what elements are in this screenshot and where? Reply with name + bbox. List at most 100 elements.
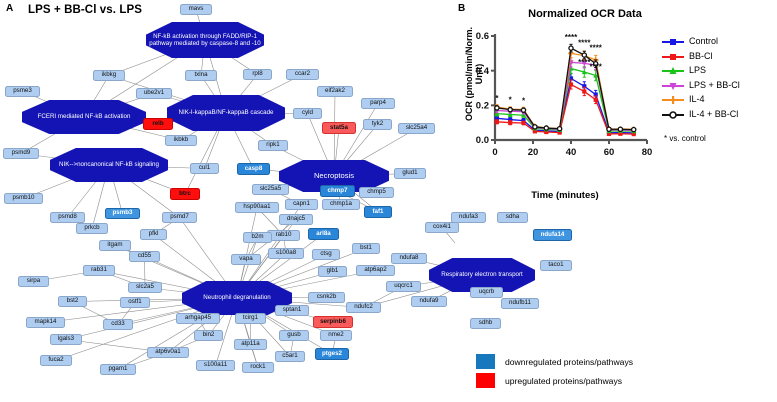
protein-node-btrc[interactable]: btrc [170,188,200,200]
protein-node-ctsg[interactable]: ctsg [312,249,340,260]
protein-node-ikbkb[interactable]: ikbkb [165,135,197,146]
protein-node-atp6ap2[interactable]: atp6ap2 [356,265,395,276]
node-label: ptges2 [322,349,342,357]
legend-item-lps[interactable]: LPS [660,63,777,78]
protein-node-parp4[interactable]: parp4 [361,98,395,109]
protein-node-psmb10[interactable]: psmb10 [4,193,43,204]
protein-node-nme2[interactable]: nme2 [320,330,352,341]
protein-node-chmp5[interactable]: chmp5 [359,187,394,198]
protein-node-mapk14[interactable]: mapk14 [26,317,65,328]
legend-item-control[interactable]: Control [660,34,777,49]
protein-node-s100a8[interactable]: s100a8 [268,248,304,259]
protein-node-tcirg1[interactable]: tcirg1 [235,313,266,324]
protein-node-ndufa9[interactable]: ndufa9 [411,296,447,307]
protein-node-ikbkg[interactable]: ikbkg [93,70,125,81]
protein-node-taco1[interactable]: taco1 [540,260,572,271]
protein-node-psmd7[interactable]: psmd7 [162,212,197,223]
protein-node-c5ar1[interactable]: c5ar1 [275,351,305,362]
protein-node-cox4i1[interactable]: cox4i1 [425,222,459,233]
protein-node-tyk2[interactable]: tyk2 [363,119,392,130]
protein-node-cul1[interactable]: cul1 [190,163,219,174]
protein-node-arhgap45[interactable]: arhgap45 [176,313,220,324]
protein-node-glb1[interactable]: glb1 [318,266,347,277]
protein-node-serpinb6[interactable]: serpinb6 [313,316,353,328]
protein-node-ndufa3[interactable]: ndufa3 [451,212,486,223]
pathway-hub-h-fceri[interactable]: FCERI mediated NF-kB activation [22,100,146,134]
protein-node-sdhb[interactable]: sdhb [470,318,501,329]
protein-node-ccar2[interactable]: ccar2 [286,69,319,80]
protein-node-rab31[interactable]: rab31 [83,265,115,276]
protein-node-gusb[interactable]: gusb [279,330,309,341]
protein-node-psmd9[interactable]: psmd9 [3,148,39,159]
data-marker [556,125,563,132]
pathway-hub-h-nik-ikb[interactable]: NIK-I-kappaB/NF-kappaB cascade [167,95,285,131]
legend-item-bb-cl[interactable]: BB-Cl [660,49,777,64]
node-label: ndufb11 [509,299,531,307]
protein-node-ndufa8[interactable]: ndufa8 [391,253,427,264]
protein-node-pgam1[interactable]: pgam1 [100,364,136,375]
protein-node-glud1[interactable]: glud1 [394,168,426,179]
protein-node-chmp7[interactable]: chmp7 [320,185,355,197]
protein-node-atp11a[interactable]: atp11a [234,339,267,350]
pathway-hub-h-nik-non[interactable]: NIK-->noncanonical NF-kB signaling [50,148,168,182]
protein-node-bst2[interactable]: bst2 [58,296,87,307]
protein-node-faf1[interactable]: faf1 [364,206,392,218]
legend-item-il-4[interactable]: IL-4 [660,92,777,107]
protein-node-cd33[interactable]: cd33 [103,319,133,330]
protein-node-txlna[interactable]: txlna [185,70,217,81]
protein-node-slc25a5[interactable]: slc25a5 [252,184,289,195]
protein-node-bst1[interactable]: bst1 [352,243,380,254]
protein-node-ube2v1[interactable]: ube2v1 [136,88,172,99]
protein-node-pfkl[interactable]: pfkl [140,229,167,240]
protein-node-sirpa[interactable]: sirpa [18,276,49,287]
protein-node-rpl8[interactable]: rpl8 [243,69,272,80]
protein-node-arl8a[interactable]: arl8a [308,228,339,240]
protein-node-uqcrb[interactable]: uqcrb [470,287,503,298]
protein-node-bin2[interactable]: bin2 [194,330,223,341]
legend-label: LPS + BB-Cl [689,79,740,90]
protein-node-psmd8[interactable]: psmd8 [50,212,85,223]
protein-node-ndufa14[interactable]: ndufa14 [533,229,572,241]
protein-node-ndufc2[interactable]: ndufc2 [346,302,381,313]
protein-node-stat5a[interactable]: stat5a [322,122,356,134]
legend-item-lps-bb-cl[interactable]: LPS + BB-Cl [660,78,777,93]
protein-node-ripk1[interactable]: ripk1 [258,140,288,151]
protein-node-eif2ak2[interactable]: eif2ak2 [317,86,353,97]
protein-node-slc25a4[interactable]: slc25a4 [398,123,435,134]
protein-node-sdha[interactable]: sdha [497,212,528,223]
protein-node-relb[interactable]: relb [143,118,173,130]
protein-node-dnajc5[interactable]: dnajc5 [279,214,313,225]
protein-node-chmp1a[interactable]: chmp1a [322,199,360,210]
protein-node-casp8[interactable]: casp8 [237,163,270,175]
protein-node-prkcb[interactable]: prkcb [76,223,108,234]
protein-node-psme3[interactable]: psme3 [5,86,40,97]
legend-marker-icon [660,50,686,62]
protein-node-sptan1[interactable]: sptan1 [275,305,309,316]
protein-node-ndufb11[interactable]: ndufb11 [501,298,539,309]
protein-node-csnk2b[interactable]: csnk2b [308,292,345,303]
protein-node-mavs[interactable]: mavs [180,4,212,15]
protein-node-ptges2[interactable]: ptges2 [315,348,349,360]
protein-node-uqcrc1[interactable]: uqcrc1 [386,281,421,292]
series-lps-bb-cl [494,57,637,133]
protein-node-fuca2[interactable]: fuca2 [40,355,72,366]
protein-node-capn1[interactable]: capn1 [285,199,318,210]
protein-node-s100a11[interactable]: s100a11 [196,360,235,371]
protein-node-lgals3[interactable]: lgals3 [50,334,82,345]
protein-node-psmb3[interactable]: psmb3 [105,208,140,219]
pathway-hub-h-fadd[interactable]: NF-kB activation through FADD/RIP-1 path… [146,22,264,58]
pathway-hub-h-neutro[interactable]: Neutrophil degranulation [182,281,292,315]
protein-node-vapa[interactable]: vapa [231,254,261,265]
legend-item-il-4-bb-cl[interactable]: IL-4 + BB-Cl [660,107,777,122]
node-label: c5ar1 [282,352,298,360]
protein-node-slc2a5[interactable]: slc2a5 [128,282,162,293]
protein-node-atp6v0a1[interactable]: atp6v0a1 [147,347,189,358]
protein-node-ostf1[interactable]: ostf1 [120,297,150,308]
protein-node-rock1[interactable]: rock1 [242,362,274,373]
protein-node-cd55[interactable]: cd55 [129,251,160,262]
protein-node-cyld[interactable]: cyld [293,108,322,119]
protein-node-itgam[interactable]: itgam [99,240,131,251]
protein-node-hsp90aa1[interactable]: hsp90aa1 [235,202,279,213]
protein-node-b2m[interactable]: b2m [243,232,272,243]
pathway-hub-h-resp[interactable]: Respiratory electron transport [429,258,535,292]
